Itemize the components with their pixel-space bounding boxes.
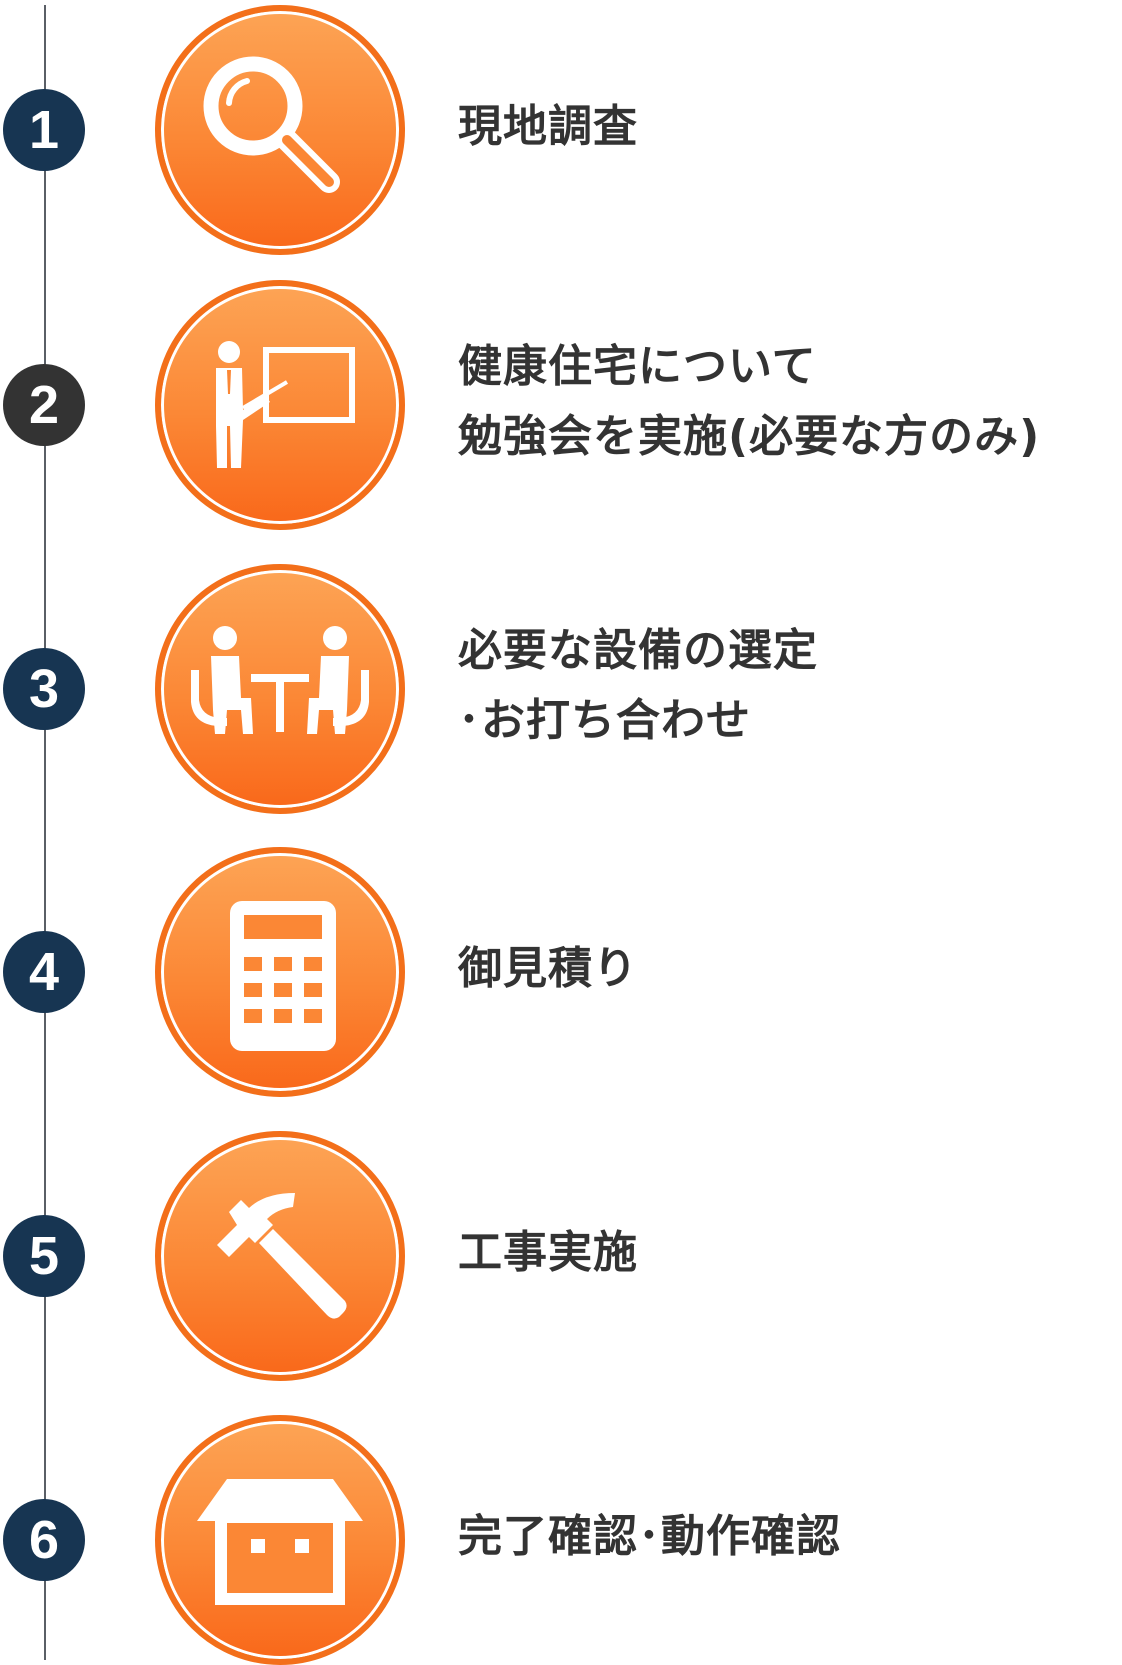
step-label: 御見積り (458, 934, 638, 1004)
step-1: 1 現地調査 (0, 5, 1122, 255)
step-label-line: 完了確認･動作確認 (458, 1511, 841, 1562)
step-label-line: 御見積り (458, 943, 638, 994)
step-4: 4 御見積り (0, 847, 1122, 1097)
meeting-icon (191, 626, 369, 734)
step-label-line: 必要な設備の選定 (458, 625, 818, 676)
step-icon-circle (155, 847, 405, 1097)
step-label: 完了確認･動作確認 (458, 1502, 841, 1572)
magnifier-icon (203, 56, 340, 193)
step-3: 3 必要な設備の選定 ･お打ち合わせ (0, 564, 1122, 814)
step-number-badge: 5 (3, 1215, 85, 1297)
timeline-line (44, 5, 46, 1660)
step-number-badge: 2 (3, 364, 85, 446)
step-label-line: 勉強会を実施(必要な方のみ) (458, 411, 1041, 462)
step-label-line: 工事実施 (458, 1227, 638, 1278)
step-icon-circle (155, 1131, 405, 1381)
step-label-line: ･お打ち合わせ (458, 695, 751, 746)
step-number-badge: 3 (3, 648, 85, 730)
step-label: 工事実施 (458, 1218, 638, 1288)
step-icon-circle (155, 1415, 405, 1665)
step-6: 6 完了確認･動作確認 (0, 1415, 1122, 1665)
step-icon-circle (155, 564, 405, 814)
step-number-badge: 4 (3, 931, 85, 1013)
presentation-icon (216, 341, 355, 468)
step-label: 現地調査 (458, 92, 638, 162)
house-icon (197, 1479, 363, 1605)
step-5: 5 工事実施 (0, 1131, 1122, 1381)
step-2: 2 健康住宅について 勉強会を実施(必要な方のみ) (0, 280, 1122, 530)
step-label-line: 現地調査 (458, 101, 638, 152)
calculator-icon (230, 901, 336, 1051)
step-number-badge: 6 (3, 1499, 85, 1581)
step-icon-circle (155, 5, 405, 255)
step-label: 必要な設備の選定 ･お打ち合わせ (458, 616, 818, 756)
step-label-line: 健康住宅について (458, 341, 817, 392)
step-label: 健康住宅について 勉強会を実施(必要な方のみ) (458, 332, 1040, 472)
step-icon-circle (155, 280, 405, 530)
step-number-badge: 1 (3, 89, 85, 171)
hammer-icon (217, 1193, 347, 1319)
